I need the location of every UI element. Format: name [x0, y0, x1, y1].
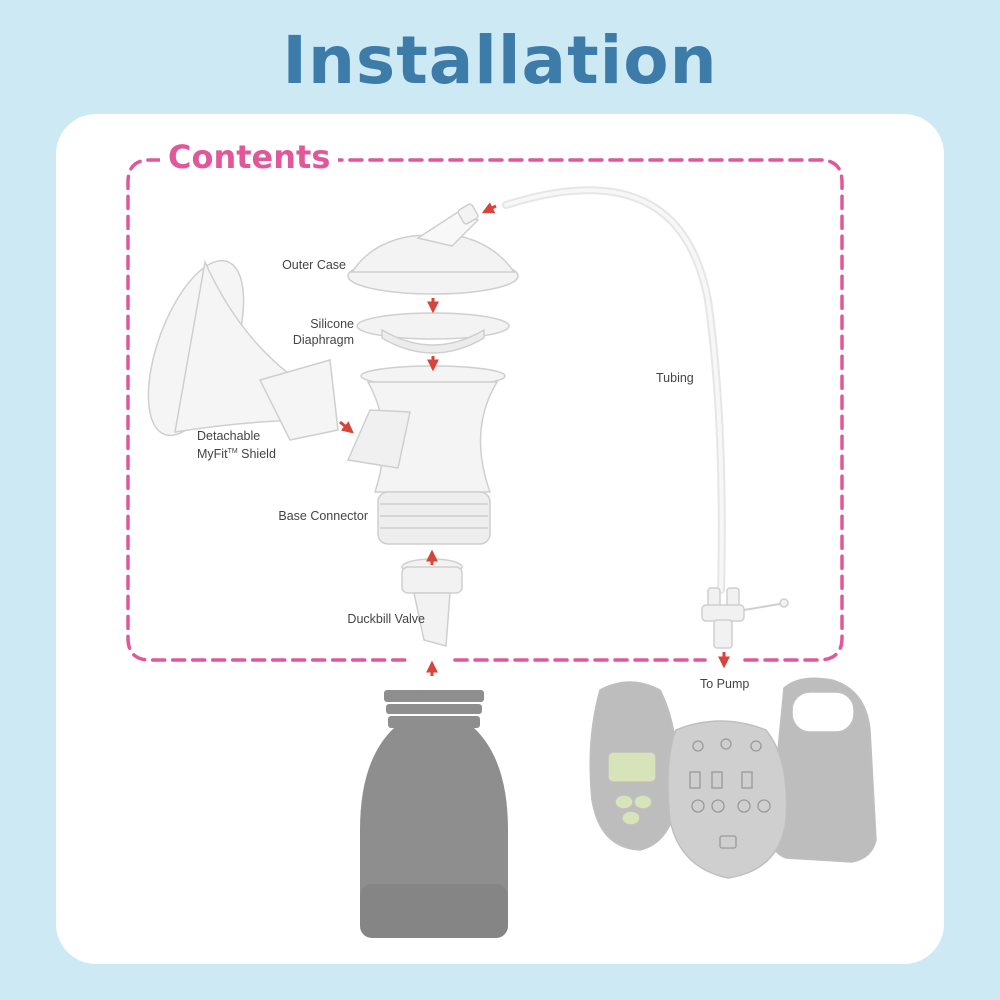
label-to-pump: To Pump	[700, 677, 750, 691]
myfit-shield	[147, 259, 339, 441]
label-myfit-shield: Detachable MyFitTM Shield	[197, 428, 276, 462]
silicone-diaphragm	[356, 312, 510, 354]
main-body	[360, 365, 506, 545]
label-silicone-diaphragm: Silicone Diaphragm	[293, 316, 354, 348]
outer-case	[347, 203, 519, 295]
contents-frame	[126, 158, 844, 662]
assembly-arrows	[339, 202, 730, 676]
duckbill-valve	[401, 558, 463, 647]
label-outer-case: Outer Case	[282, 258, 346, 272]
shield-neck	[346, 409, 411, 469]
label-duckbill-valve: Duckbill Valve	[347, 612, 425, 626]
label-tubing: Tubing	[656, 371, 694, 385]
pump-unit	[589, 677, 877, 879]
arrow-tubing-to-case	[481, 202, 497, 214]
tubing-connector	[701, 587, 789, 649]
label-silicone-line2: Diaphragm	[292, 333, 354, 347]
tubing	[502, 186, 726, 594]
label-shield-line2: MyFitTM Shield	[197, 444, 276, 462]
label-shield-tm: TM	[227, 448, 238, 455]
page-title: Installation	[282, 22, 718, 99]
bottle	[360, 690, 508, 938]
label-base-connector: Base Connector	[278, 509, 368, 523]
label-shield-line1: Detachable	[197, 429, 261, 443]
contents-title: Contents	[160, 138, 339, 176]
label-shield-suffix: Shield	[237, 447, 276, 462]
arrow-shield-to-body	[339, 420, 354, 434]
label-shield-name: MyFit	[197, 447, 228, 462]
label-silicone-line1: Silicone	[310, 317, 354, 331]
